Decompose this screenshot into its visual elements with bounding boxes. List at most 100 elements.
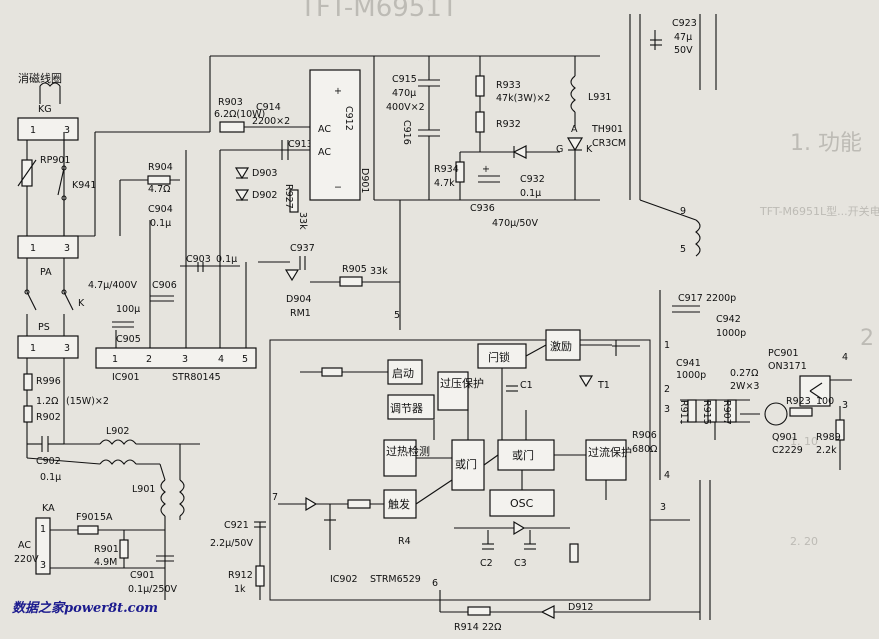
ka-connector: [35, 517, 51, 575]
c941-label: C941: [676, 358, 701, 369]
th901-part: CR3CM: [592, 138, 626, 149]
l902-coil-a: [99, 439, 137, 445]
pc901-optocoupler: [799, 375, 831, 407]
svg-text:1: 1: [40, 524, 46, 535]
r927-value: 33k: [297, 212, 308, 230]
l931-coil: [570, 75, 576, 113]
c942-value: 1000p: [716, 328, 746, 339]
r911-label: R911: [678, 400, 689, 425]
node-7: 7: [272, 492, 278, 503]
bg-section-1: 1. 功能: [790, 131, 862, 156]
node-2: 2: [664, 384, 670, 395]
r902-label: R902: [36, 412, 61, 423]
th901-thyristor: [566, 137, 584, 152]
rp901-label: RP901: [40, 155, 70, 166]
r905-label: R905: [342, 264, 367, 275]
c923-value: 47μ: [674, 32, 692, 43]
c901-label: C901: [130, 570, 155, 581]
block-regulator-label: 调节器: [390, 402, 423, 415]
r915-label: R915: [701, 400, 712, 425]
d912-diode: [540, 605, 555, 619]
node-4: 4: [664, 470, 670, 481]
r915-rating: 2W×3: [730, 381, 759, 392]
background-text: TFT-M6951T 1. 功能 2 TFT-M6951L型...开关电源...…: [299, 0, 879, 548]
block-regulator: [387, 394, 435, 420]
r906-label: R906: [632, 430, 657, 441]
d901-label: D901: [359, 168, 370, 193]
c941-value: 1000p: [676, 370, 706, 381]
r903-value: 6.2Ω(10W): [214, 109, 265, 120]
c3-label: C3: [514, 558, 527, 569]
block-ocp: [585, 439, 627, 481]
l902-coil-b: [99, 459, 137, 465]
ic901-pins: 1 2 3 4 5: [112, 354, 248, 365]
svg-text:+: +: [482, 164, 490, 175]
ic902-section: IC902 STRM6529 启动 调节器 过压保护 闩锁 C1 激励 过热检测…: [210, 329, 700, 633]
block-start-label: 启动: [392, 367, 414, 380]
c914-label: C914: [256, 102, 281, 113]
c904-label: C904: [148, 204, 173, 215]
node-6: 6: [432, 578, 438, 589]
block-latch-label: 闩锁: [488, 350, 510, 364]
block-ocp-label: 过流保护: [588, 445, 632, 459]
c942-label: C942: [716, 314, 741, 325]
c923-label: C923: [672, 18, 697, 29]
node-9: 9: [680, 206, 686, 217]
block-latch: [477, 343, 527, 369]
d912-label: D912: [568, 602, 593, 613]
block-trigger-label: 触发: [388, 497, 410, 511]
r996-label: R996: [36, 376, 61, 387]
ac-label: AC: [18, 540, 31, 551]
bg-table-row-2: 2. 20: [790, 535, 818, 548]
svg-text:5: 5: [242, 354, 248, 365]
r901-resistor: [119, 539, 129, 559]
c936-label: C936: [470, 203, 495, 214]
k941-label: K941: [72, 180, 96, 191]
th901-pin-g: G: [556, 144, 563, 155]
th901-label: TH901: [591, 124, 623, 135]
bg-header: TFT-M6951T: [299, 0, 458, 23]
block-or2-label: 或门: [512, 448, 534, 462]
ic902-label: IC902: [330, 574, 358, 585]
r4-label: R4: [398, 536, 411, 547]
kg-label: KG: [38, 104, 52, 115]
gate-diode: [512, 145, 527, 159]
transformer-section: C923 47μ 50V 9 5 C917 2200p C942 1000p C…: [578, 14, 852, 620]
q901-transistor: [764, 402, 788, 426]
svg-text:2: 2: [146, 354, 152, 365]
block-ovp-label: 过压保护: [440, 376, 484, 390]
ic901-chip: [95, 347, 257, 369]
block-osc: [489, 489, 555, 517]
f901-label: F901: [76, 512, 100, 523]
r914-value: 22Ω: [482, 622, 501, 633]
r904-resistor: [147, 175, 171, 185]
t1-label: T1: [597, 380, 610, 391]
r904-value: 4.7Ω: [148, 184, 170, 195]
block-start: [387, 359, 423, 385]
c932-value: 0.1μ: [520, 188, 541, 199]
pc901-pin-3: 3: [842, 400, 848, 411]
ps-connector: [17, 335, 79, 359]
r996-value: 1.2Ω: [36, 396, 58, 407]
svg-text:4: 4: [218, 354, 224, 365]
r912-resistor: [255, 565, 265, 587]
r933-resistor: [475, 75, 485, 97]
svg-text:3: 3: [64, 343, 70, 354]
r902-resistor: [23, 405, 33, 423]
r932-resistor: [475, 111, 485, 133]
block-thermal-label: 过热检测: [386, 444, 430, 458]
r923-resistor: [789, 407, 813, 417]
d903-label: D903: [252, 168, 277, 179]
c914-value: 2200×2: [252, 116, 290, 127]
c1-label: C1: [520, 380, 533, 391]
d903-diode: [234, 167, 250, 180]
r932-label: R932: [496, 119, 521, 130]
pa-label: PA: [40, 267, 52, 278]
block-or1: [451, 439, 485, 491]
r905-value: 33k: [370, 266, 388, 277]
c936-value: 470μ/50V: [492, 218, 538, 229]
r914-resistor: [467, 606, 491, 616]
svg-text:1: 1: [30, 343, 36, 354]
block-or1-label: 或门: [455, 457, 477, 471]
